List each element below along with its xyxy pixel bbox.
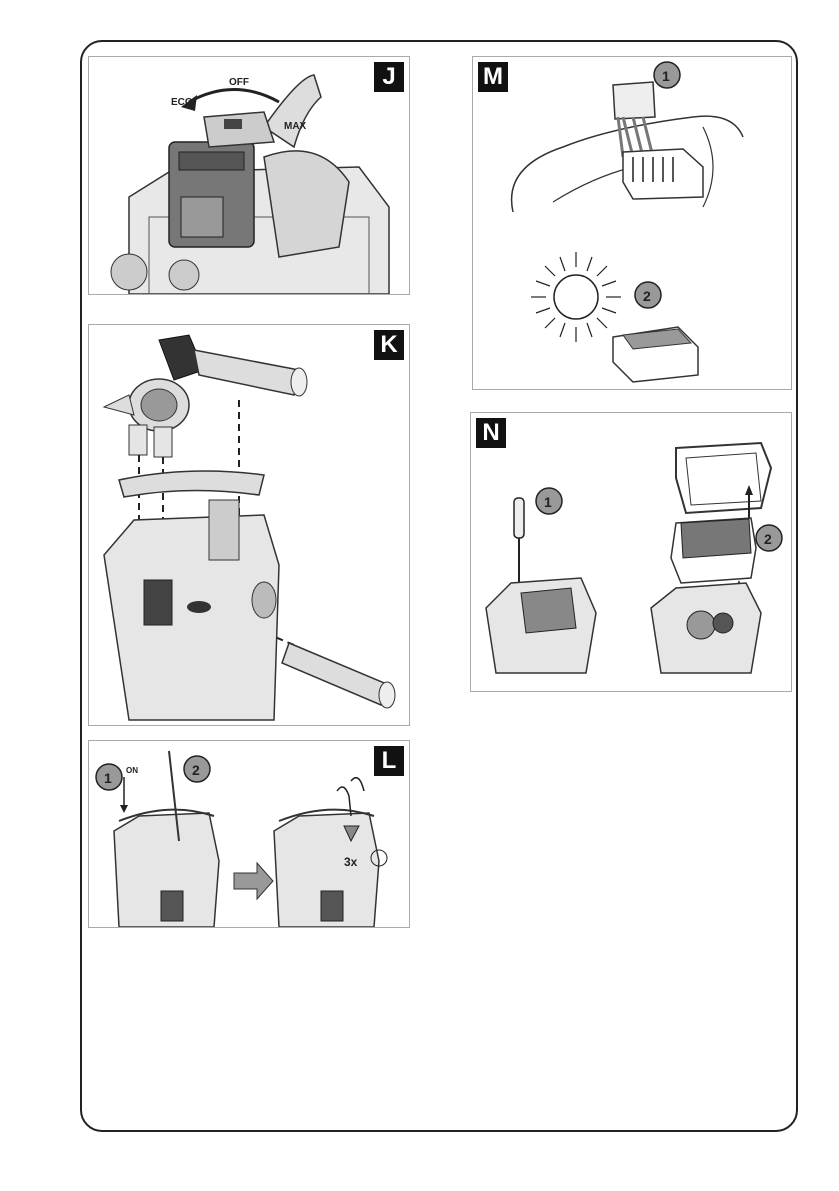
panel-badge-l: L: [374, 746, 404, 776]
repeat-count: 3x: [344, 855, 358, 869]
panel-badge-k: K: [374, 330, 404, 360]
panel-l: 1 ON 2 3x L: [88, 740, 410, 928]
switch-label-max: MAX: [284, 121, 307, 132]
step-2-number: 2: [192, 762, 200, 778]
vacuum-accessories-illustration: [89, 325, 409, 725]
step-1-on-label: ON: [126, 766, 138, 775]
step-1-number: 1: [104, 770, 112, 786]
panel-k: K: [88, 324, 410, 726]
switch-label-off: OFF: [229, 77, 249, 88]
m-step-2-number: 2: [643, 288, 651, 304]
n-step-1-number: 1: [544, 494, 552, 510]
panel-badge-m: M: [478, 62, 508, 92]
filter-replacement-illustration: 1 2: [471, 413, 791, 691]
n-step-2-number: 2: [764, 531, 772, 547]
panel-badge-n: N: [476, 418, 506, 448]
panel-n: 1 2 N: [470, 412, 792, 692]
filter-drying-illustration: 1 2: [473, 57, 791, 389]
switch-label-eco: ECO: [171, 97, 193, 108]
vacuum-switch-illustration: OFF ECO MAX: [89, 57, 409, 294]
filter-cleaning-illustration: 1 ON 2 3x: [89, 741, 409, 927]
panel-badge-j-overlay: J: [374, 62, 404, 92]
panel-m: 1 2 M: [472, 56, 792, 390]
panel-j: J OFF ECO MAX J: [88, 56, 410, 295]
m-step-1-number: 1: [662, 68, 670, 84]
